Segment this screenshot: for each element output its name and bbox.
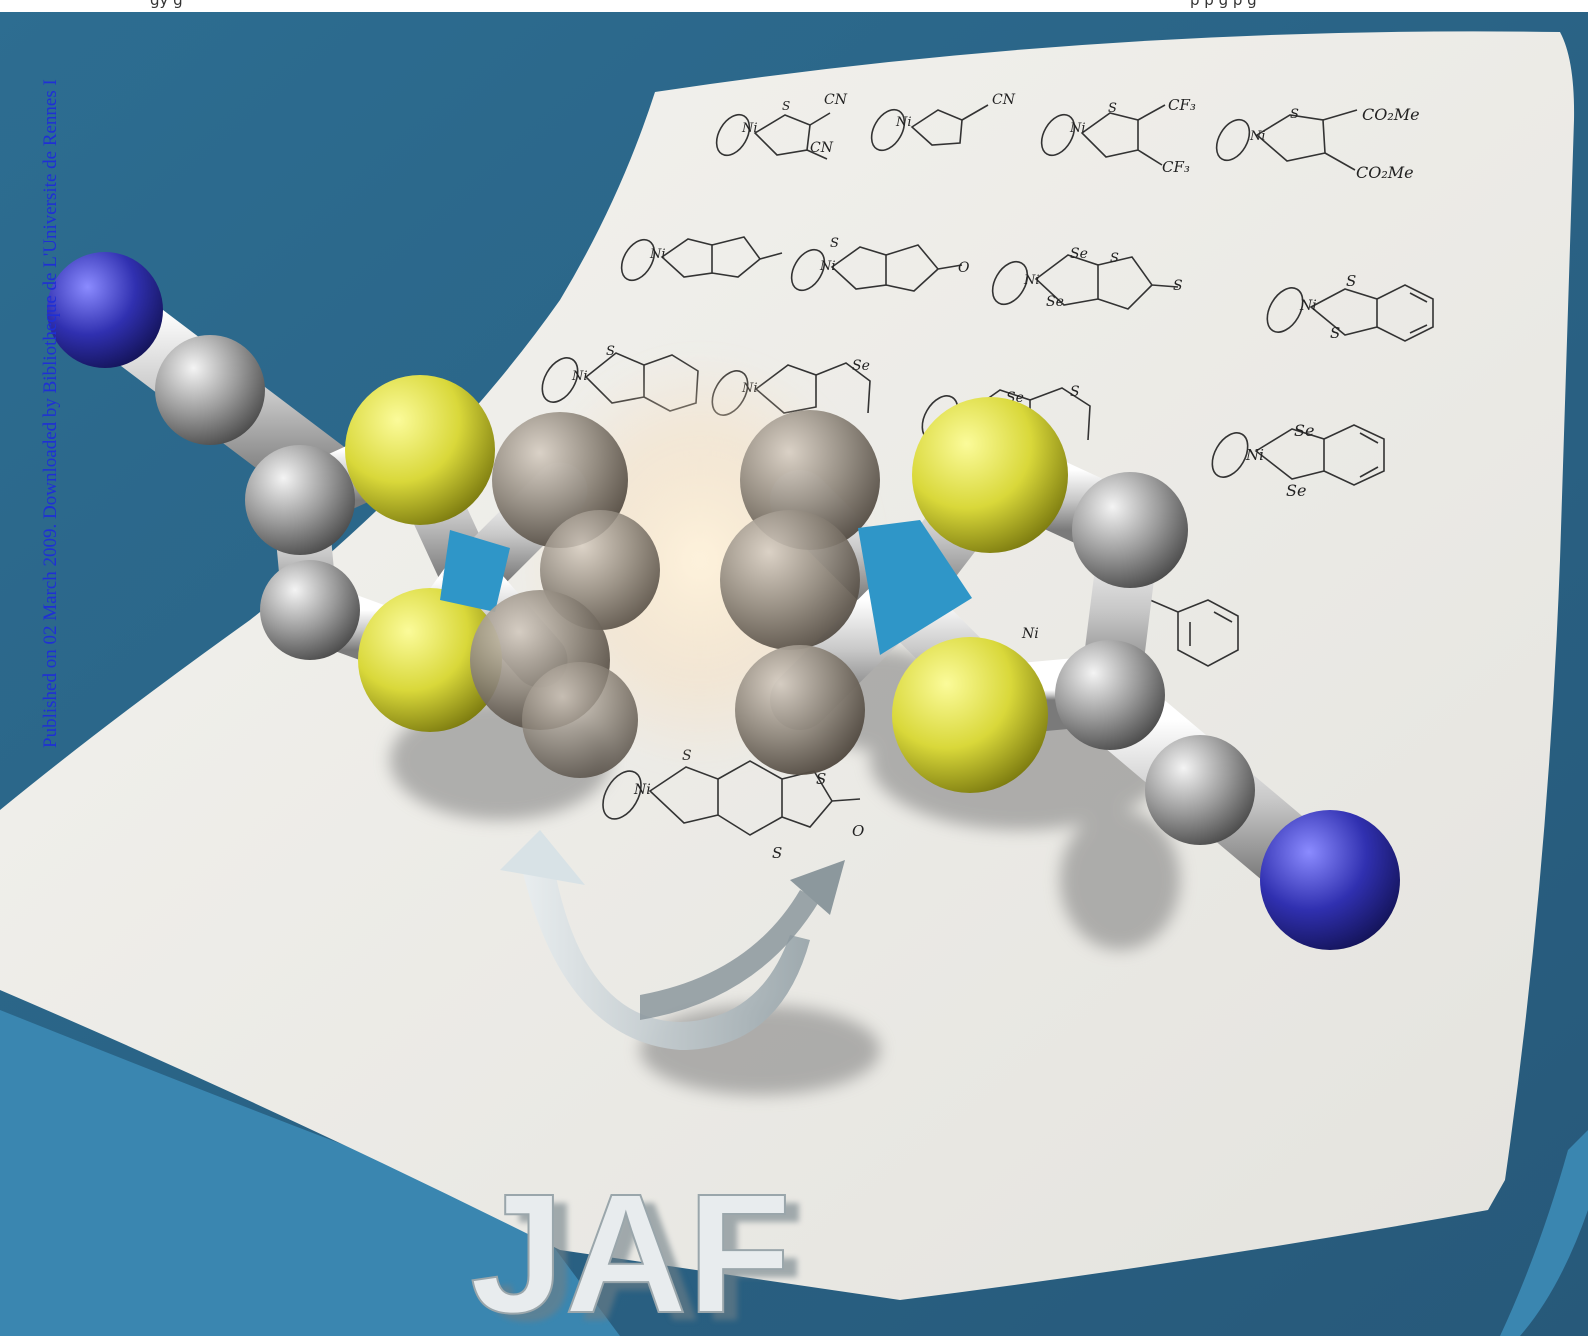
left-molecule — [47, 252, 660, 778]
structure-5 — [620, 236, 783, 282]
label-co2me-1: CO₂Me — [1362, 105, 1420, 124]
label-s-2: S — [1108, 101, 1117, 116]
jaf-logo-shadow: JAF — [484, 1167, 805, 1336]
label-ni-7: Ni — [1023, 273, 1040, 288]
label-s-4: S — [830, 236, 839, 251]
sulfur-atom — [345, 375, 495, 525]
label-ni-8: Ni — [1299, 298, 1317, 314]
carbon-atom — [260, 560, 360, 660]
label-o-1: O — [958, 260, 970, 276]
label-ni-6: Ni — [819, 259, 836, 274]
carbon-atom — [155, 335, 265, 445]
label-s-9: S — [1070, 384, 1080, 400]
label-s-12: S — [816, 770, 826, 788]
label-o-2: O — [852, 822, 864, 840]
structure-2 — [870, 104, 989, 152]
carbon-atom — [522, 662, 638, 778]
label-s-7: S — [1330, 324, 1340, 342]
label-s-3: S — [1290, 107, 1299, 122]
structure-6 — [790, 244, 963, 292]
sulfur-atom — [892, 637, 1048, 793]
label-ni-9: Ni — [571, 369, 588, 384]
label-se-3: Se — [852, 358, 870, 374]
top-text-strip: gy g p p g p g — [0, 0, 1588, 12]
carbon-atom — [720, 510, 860, 650]
top-strip-left-text: gy g — [150, 0, 183, 9]
structure-1 — [715, 112, 831, 160]
sulfur-atom — [912, 397, 1068, 553]
label-s-8: S — [606, 344, 615, 359]
jaf-logo: JAF JAF — [469, 1158, 805, 1336]
label-ni-4: Ni — [1249, 129, 1266, 144]
label-co2me-2: CO₂Me — [1356, 163, 1414, 182]
side-credit-link[interactable]: Published on 02 March 2009. Downloaded b… — [40, 79, 61, 748]
label-ni-11: Ni — [1245, 446, 1264, 464]
label-ni-12: Ni — [633, 782, 651, 798]
label-s-13: S — [772, 844, 782, 862]
sulfur-atom — [358, 588, 502, 732]
label-se-2: Se — [1046, 294, 1064, 310]
right-molecule — [720, 397, 1400, 950]
label-ni-13: Ni — [1021, 626, 1039, 642]
carbon-atom — [1055, 640, 1165, 750]
label-cn-3: CN — [992, 92, 1016, 108]
label-ni-1: Ni — [741, 121, 758, 136]
carbon-atom — [1145, 735, 1255, 845]
label-se-6: Se — [1286, 481, 1306, 500]
sheet-edge — [0, 1010, 1588, 1336]
label-s-1: S — [782, 99, 790, 113]
jaf-logo-text: JAF — [470, 1159, 791, 1336]
label-se-1: Se — [1070, 246, 1088, 262]
nitrogen-atom-right — [1260, 810, 1400, 950]
label-ni-2: Ni — [895, 115, 912, 130]
structure-12 — [1211, 424, 1385, 486]
carbon-atom — [1072, 472, 1188, 588]
label-s-10: S — [1173, 278, 1183, 294]
nitrogen-atom-left — [47, 252, 163, 368]
label-cf3-2: CF₃ — [1162, 158, 1190, 176]
label-cf3-1: CF₃ — [1168, 96, 1196, 114]
label-ni-3: Ni — [1069, 121, 1086, 136]
nickel-center-right — [858, 520, 972, 655]
label-cn-2: CN — [810, 140, 834, 156]
label-ni-5: Ni — [649, 247, 666, 262]
top-strip-right-text: p p g p g — [1190, 0, 1257, 9]
structure-7 — [991, 254, 1179, 310]
carbon-atom — [735, 645, 865, 775]
label-se-5: Se — [1294, 421, 1314, 440]
structure-4 — [1215, 109, 1358, 171]
structure-8 — [1266, 284, 1434, 342]
carbon-atom — [245, 445, 355, 555]
label-s-5: S — [1110, 251, 1119, 266]
label-cn-1: CN — [824, 92, 848, 108]
chemical-labels: CN CN CN CF₃ CF₃ CO₂Me CO₂Me Ni Ni Ni Ni… — [571, 92, 1420, 862]
nickel-center-left — [440, 530, 510, 612]
rotation-arrows — [500, 830, 845, 1050]
structure-3 — [1040, 104, 1166, 166]
label-s-6: S — [1346, 272, 1356, 290]
structure-14 — [1149, 599, 1239, 667]
